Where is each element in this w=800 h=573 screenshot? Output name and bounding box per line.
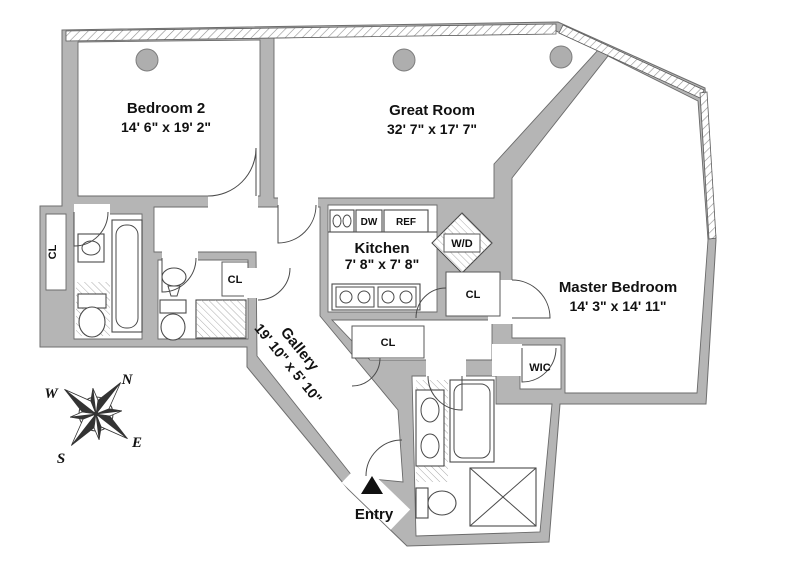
closet-label-gallery: CL xyxy=(381,337,396,349)
column-3 xyxy=(549,45,573,69)
great-room-hall-door-opening xyxy=(278,196,318,212)
master-bath-toilet xyxy=(415,487,457,519)
compass-rose: N E S W xyxy=(44,372,142,467)
kitchen-top-counter xyxy=(328,209,437,233)
door-arc-master-bath xyxy=(427,375,463,411)
middle-bath-shower xyxy=(195,299,247,339)
middle-bathroom-door-opening xyxy=(162,248,198,264)
master-bedroom-floor xyxy=(511,55,709,394)
middle-closet-door-opening xyxy=(244,268,260,298)
door-arc-middle-closet xyxy=(257,267,291,301)
left-bathroom-door-opening xyxy=(74,204,110,218)
master-bedroom-dims: 14' 3" x 14' 11" xyxy=(569,298,666,314)
walk-in-closet-door-opening xyxy=(492,344,522,376)
compass-west-label: W xyxy=(44,386,59,402)
refrigerator-label: REF xyxy=(396,217,416,228)
master-bath-vanity xyxy=(415,389,445,467)
great-room-label: Great Room xyxy=(389,102,475,119)
door-arc-gallery-closet xyxy=(351,357,381,387)
column-2 xyxy=(392,48,416,72)
middle-bath-closet xyxy=(221,261,249,297)
compass-south-label: S xyxy=(57,451,65,467)
door-arc-left-bath xyxy=(73,211,109,247)
entry-marker-triangle xyxy=(361,476,383,494)
door-arc-master-bedroom xyxy=(511,279,551,319)
master-bedroom-label: Master Bedroom xyxy=(559,279,677,296)
column-1 xyxy=(135,48,159,72)
door-arc-walk-in-closet xyxy=(521,347,557,383)
window-band-right xyxy=(699,91,717,240)
door-arc-great-room xyxy=(277,204,317,244)
compass-east-label: E xyxy=(131,435,142,451)
bedroom2-door-opening xyxy=(208,194,258,212)
closet-label-left: CL xyxy=(47,244,59,259)
bedroom2-label: Bedroom 2 xyxy=(127,100,205,117)
walk-in-closet-label: WIC xyxy=(529,362,550,374)
left-closet-floor xyxy=(45,213,67,291)
master-bath-tub xyxy=(449,379,495,463)
compass-north-label: N xyxy=(121,372,134,388)
closet-label-right: CL xyxy=(466,289,481,301)
refrigerator-box xyxy=(383,209,429,233)
door-arc-right-closet xyxy=(415,287,447,319)
master-bath-shower xyxy=(469,467,537,527)
gallery-closet xyxy=(351,325,425,359)
closet-label-middle: CL xyxy=(228,274,243,286)
kitchen-label: Kitchen xyxy=(354,240,409,257)
washer-dryer-label: W/D xyxy=(451,238,472,250)
dishwasher-label: DW xyxy=(361,217,378,228)
kitchen-stove-counter xyxy=(331,283,421,311)
left-bath-sink xyxy=(77,233,105,263)
kitchen-dims: 7' 8" x 7' 8" xyxy=(345,256,419,272)
door-arc-middle-bath xyxy=(161,257,197,293)
master-bathroom-door-opening xyxy=(426,358,466,378)
hall-closet-right xyxy=(445,271,501,317)
door-arc-entry xyxy=(365,439,403,477)
left-bath-toilet xyxy=(77,293,107,338)
window-band-top xyxy=(65,23,557,42)
entry-label: Entry xyxy=(355,506,394,523)
bedroom2-dims: 14' 6" x 19' 2" xyxy=(121,119,211,135)
great-room-dims: 32' 7" x 17' 7" xyxy=(387,121,477,137)
entry-door-opening xyxy=(341,462,411,530)
left-bath-tub xyxy=(111,219,143,333)
door-arc-bedroom2 xyxy=(207,147,257,197)
bedroom2-floor xyxy=(77,39,261,197)
dishwasher-box xyxy=(355,209,383,233)
middle-bath-toilet xyxy=(159,299,187,341)
